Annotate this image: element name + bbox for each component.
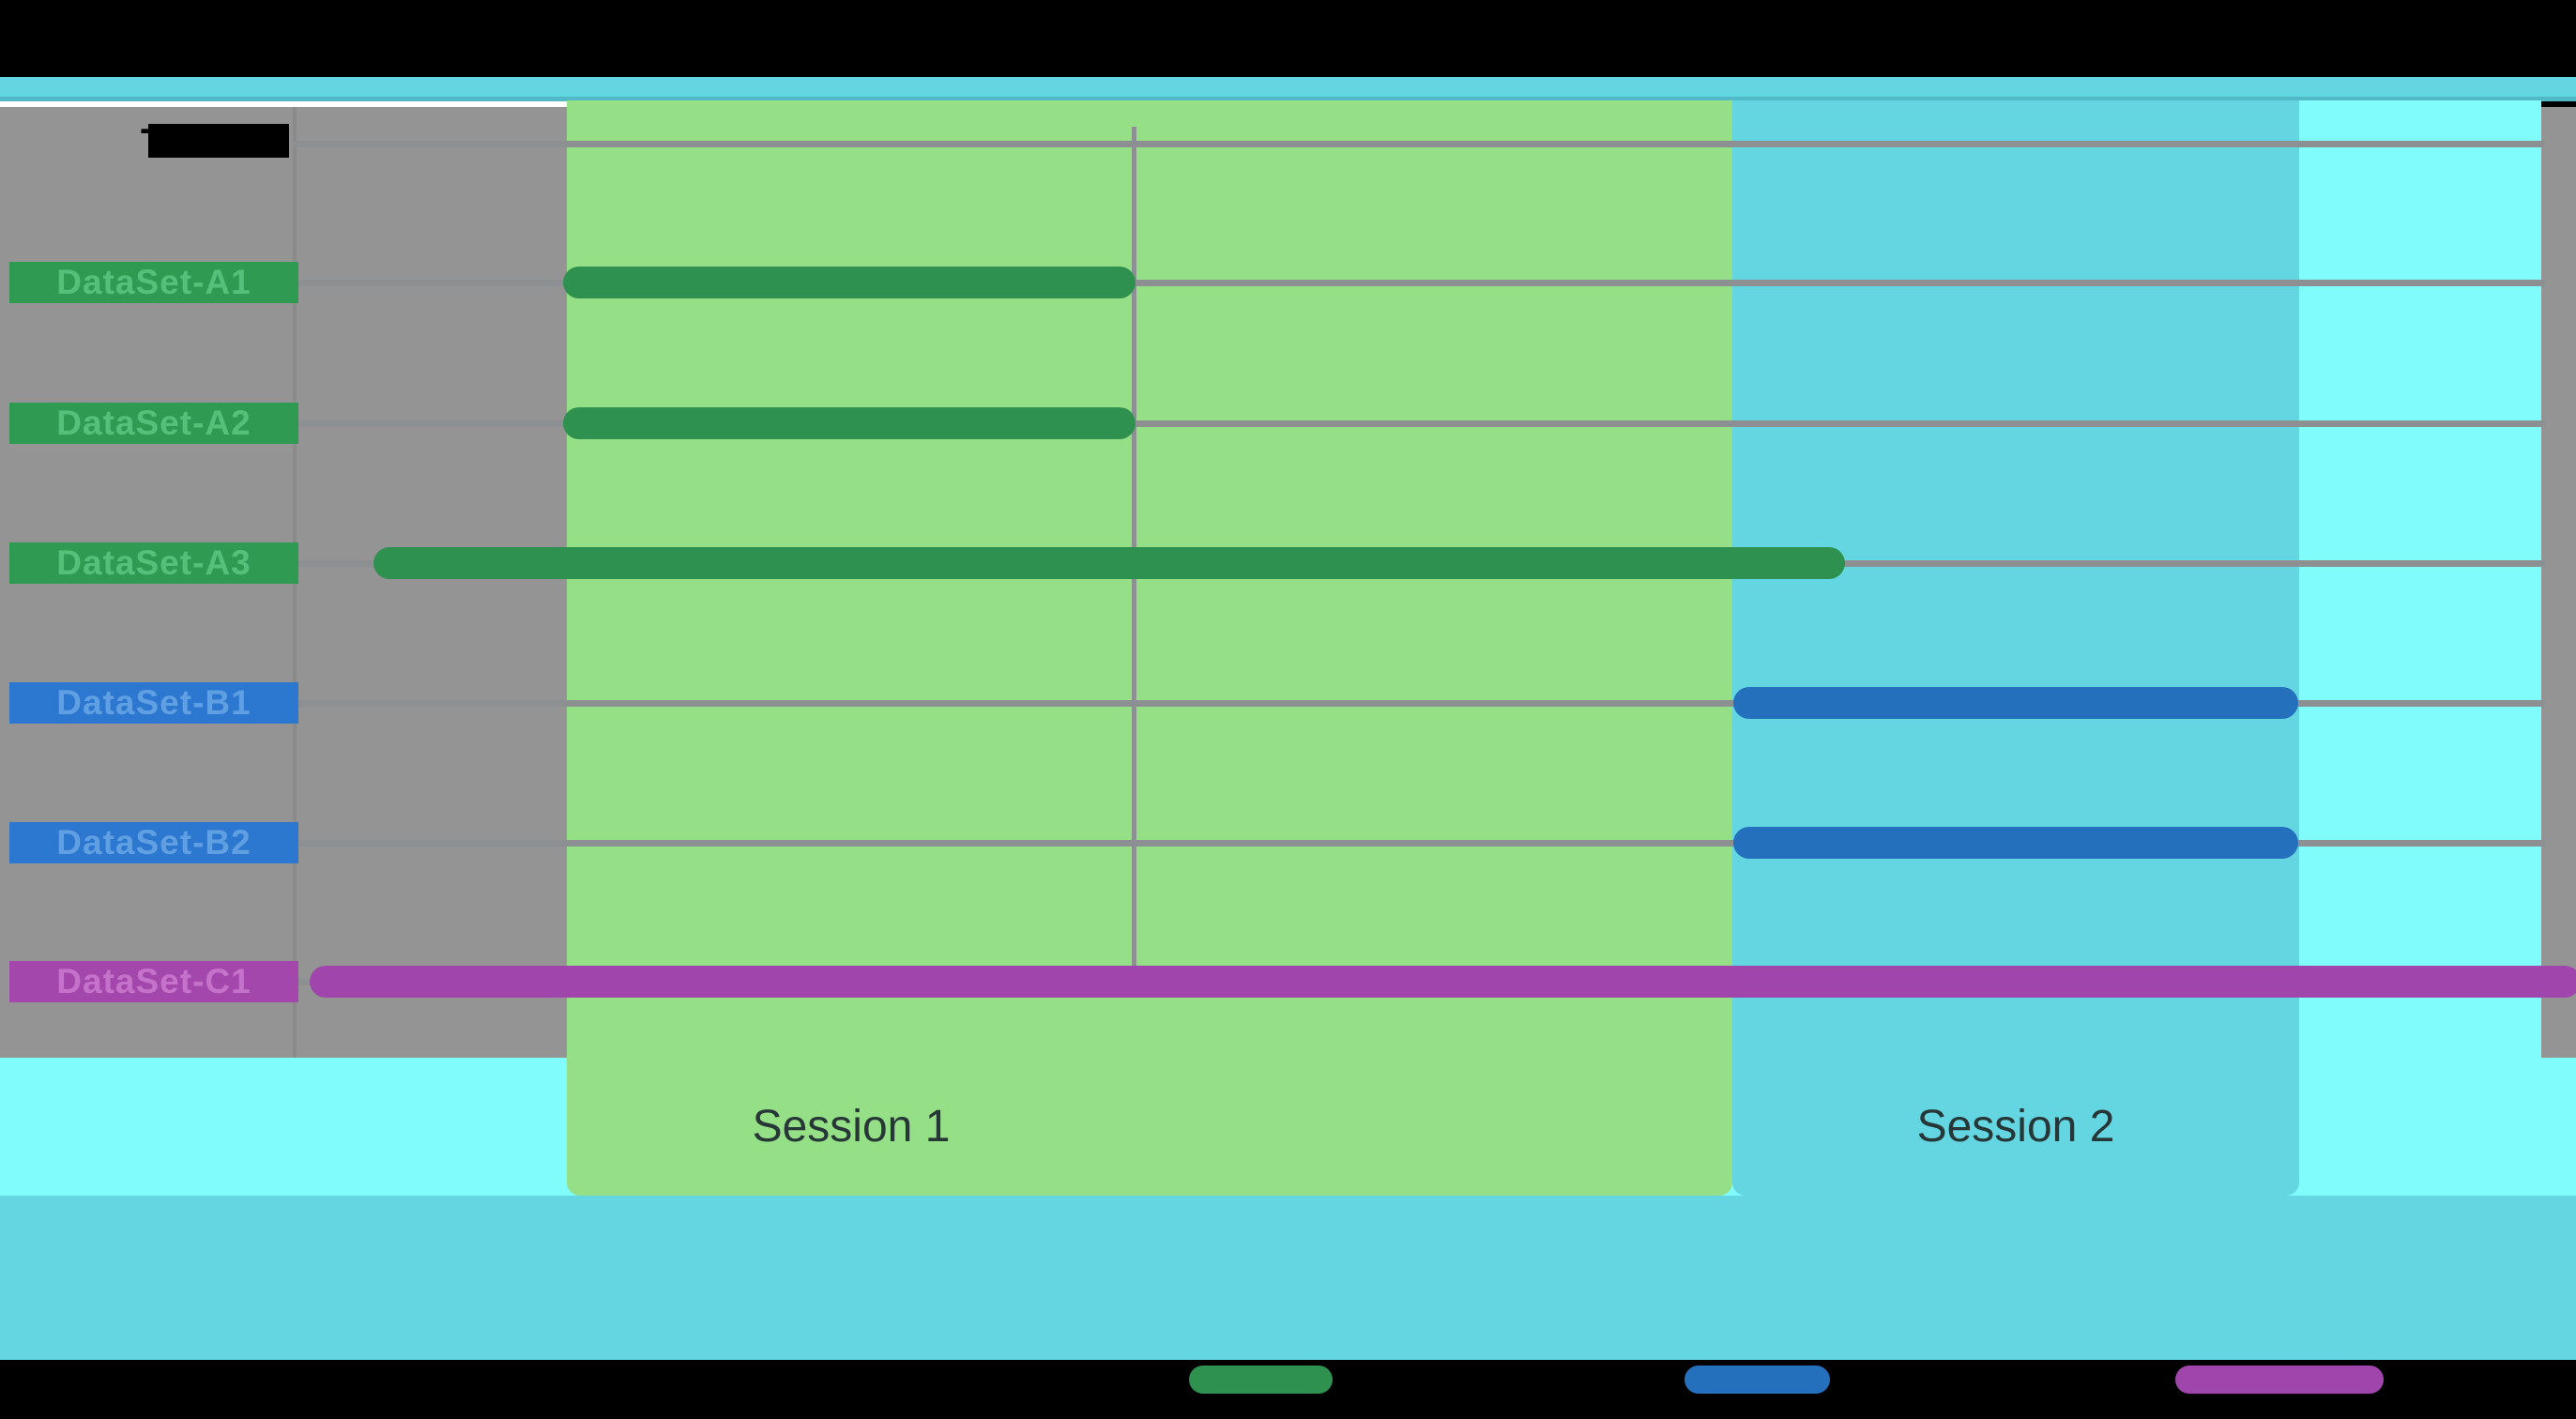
right-bright-cyan-band <box>2299 100 2541 1196</box>
legend-swatch-green <box>1189 1366 1333 1394</box>
row-label-dataset-c1: DataSet-C1 <box>9 961 298 1002</box>
white-divider-strip <box>0 101 567 107</box>
session1-green-band <box>567 100 1732 1196</box>
session-label-2: Session 2 <box>1916 1101 2115 1152</box>
task-bar-dataset-b1[interactable] <box>1733 687 2298 719</box>
row-gridline-0 <box>293 141 2545 147</box>
task-bar-dataset-a2[interactable] <box>563 407 1136 439</box>
legend-swatch-purple <box>2175 1366 2384 1394</box>
session-label-1: Session 1 <box>752 1101 951 1152</box>
row-label-dataset-a2: DataSet-A2 <box>9 403 298 444</box>
row-label-dataset-b1: DataSet-B1 <box>9 682 298 724</box>
task-bar-dataset-c1[interactable] <box>310 966 2576 998</box>
row-label-dataset-a3: DataSet-A3 <box>9 542 298 584</box>
top-cyan-strip <box>0 77 2576 101</box>
row-gridline-1 <box>293 280 2545 286</box>
legend-swatch-blue <box>1684 1366 1830 1394</box>
chart-title-redaction-box <box>148 124 289 158</box>
task-bar-dataset-a3[interactable] <box>373 547 1845 579</box>
row-label-dataset-b2: DataSet-B2 <box>9 822 298 863</box>
session2-cyan-band <box>1732 100 2299 1196</box>
row-gridline-5 <box>293 840 2545 847</box>
top-cyan-strip-shade <box>0 97 2576 101</box>
row-label-dataset-a1: DataSet-A1 <box>9 262 298 303</box>
row-gridline-2 <box>293 420 2545 427</box>
bottom-cyan-band <box>0 1196 2576 1360</box>
row-gridline-4 <box>293 700 2545 707</box>
task-bar-dataset-a1[interactable] <box>563 267 1136 298</box>
task-bar-dataset-b2[interactable] <box>1733 827 2298 859</box>
